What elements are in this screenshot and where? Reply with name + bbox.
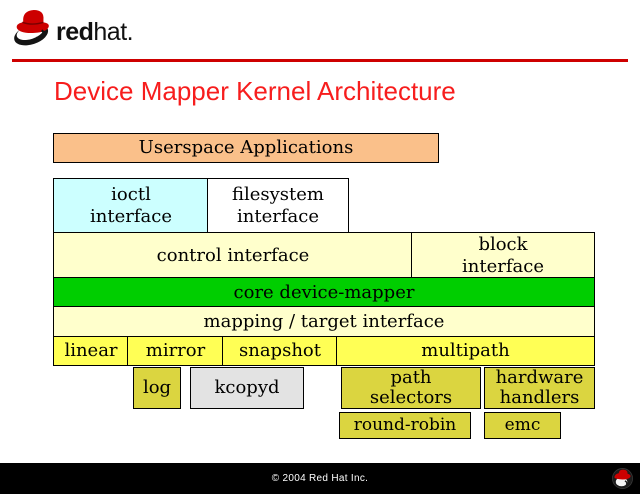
box-hardware-handlers: hardware handlers: [484, 367, 595, 409]
box-linear-target: linear: [53, 336, 129, 366]
redhat-wordmark: redhat.: [56, 18, 134, 47]
box-round-robin: round-robin: [339, 412, 471, 439]
box-core-device-mapper: core device-mapper: [53, 277, 595, 308]
page-title: Device Mapper Kernel Architecture: [54, 76, 456, 106]
wordmark-hat: hat: [93, 18, 127, 46]
copyright-text: © 2004 Red Hat Inc.: [271, 473, 369, 484]
box-filesystem-interface: filesystem interface: [207, 178, 349, 233]
wordmark-period: .: [126, 18, 134, 46]
box-kcopyd: kcopyd: [190, 367, 304, 409]
box-multipath-target: multipath: [336, 336, 595, 366]
box-emc: emc: [484, 412, 561, 439]
box-mirror-target: mirror: [127, 336, 224, 366]
box-block-interface: block interface: [411, 232, 595, 279]
redhat-fedora-logo-icon: [14, 10, 49, 46]
box-control-interface: control interface: [53, 232, 413, 279]
footer-bar: © 2004 Red Hat Inc.: [0, 463, 640, 494]
shadowman-logo-icon: [612, 468, 633, 489]
box-mapping-target-interface: mapping / target interface: [53, 306, 595, 338]
box-userspace-applications: Userspace Applications: [53, 133, 439, 163]
box-ioctl-interface: ioctl interface: [53, 178, 209, 233]
box-path-selectors: path selectors: [341, 367, 481, 409]
wordmark-red: red: [56, 18, 94, 46]
box-snapshot-target: snapshot: [222, 336, 338, 366]
box-log: log: [133, 367, 181, 409]
header-divider-rule: [12, 59, 628, 62]
